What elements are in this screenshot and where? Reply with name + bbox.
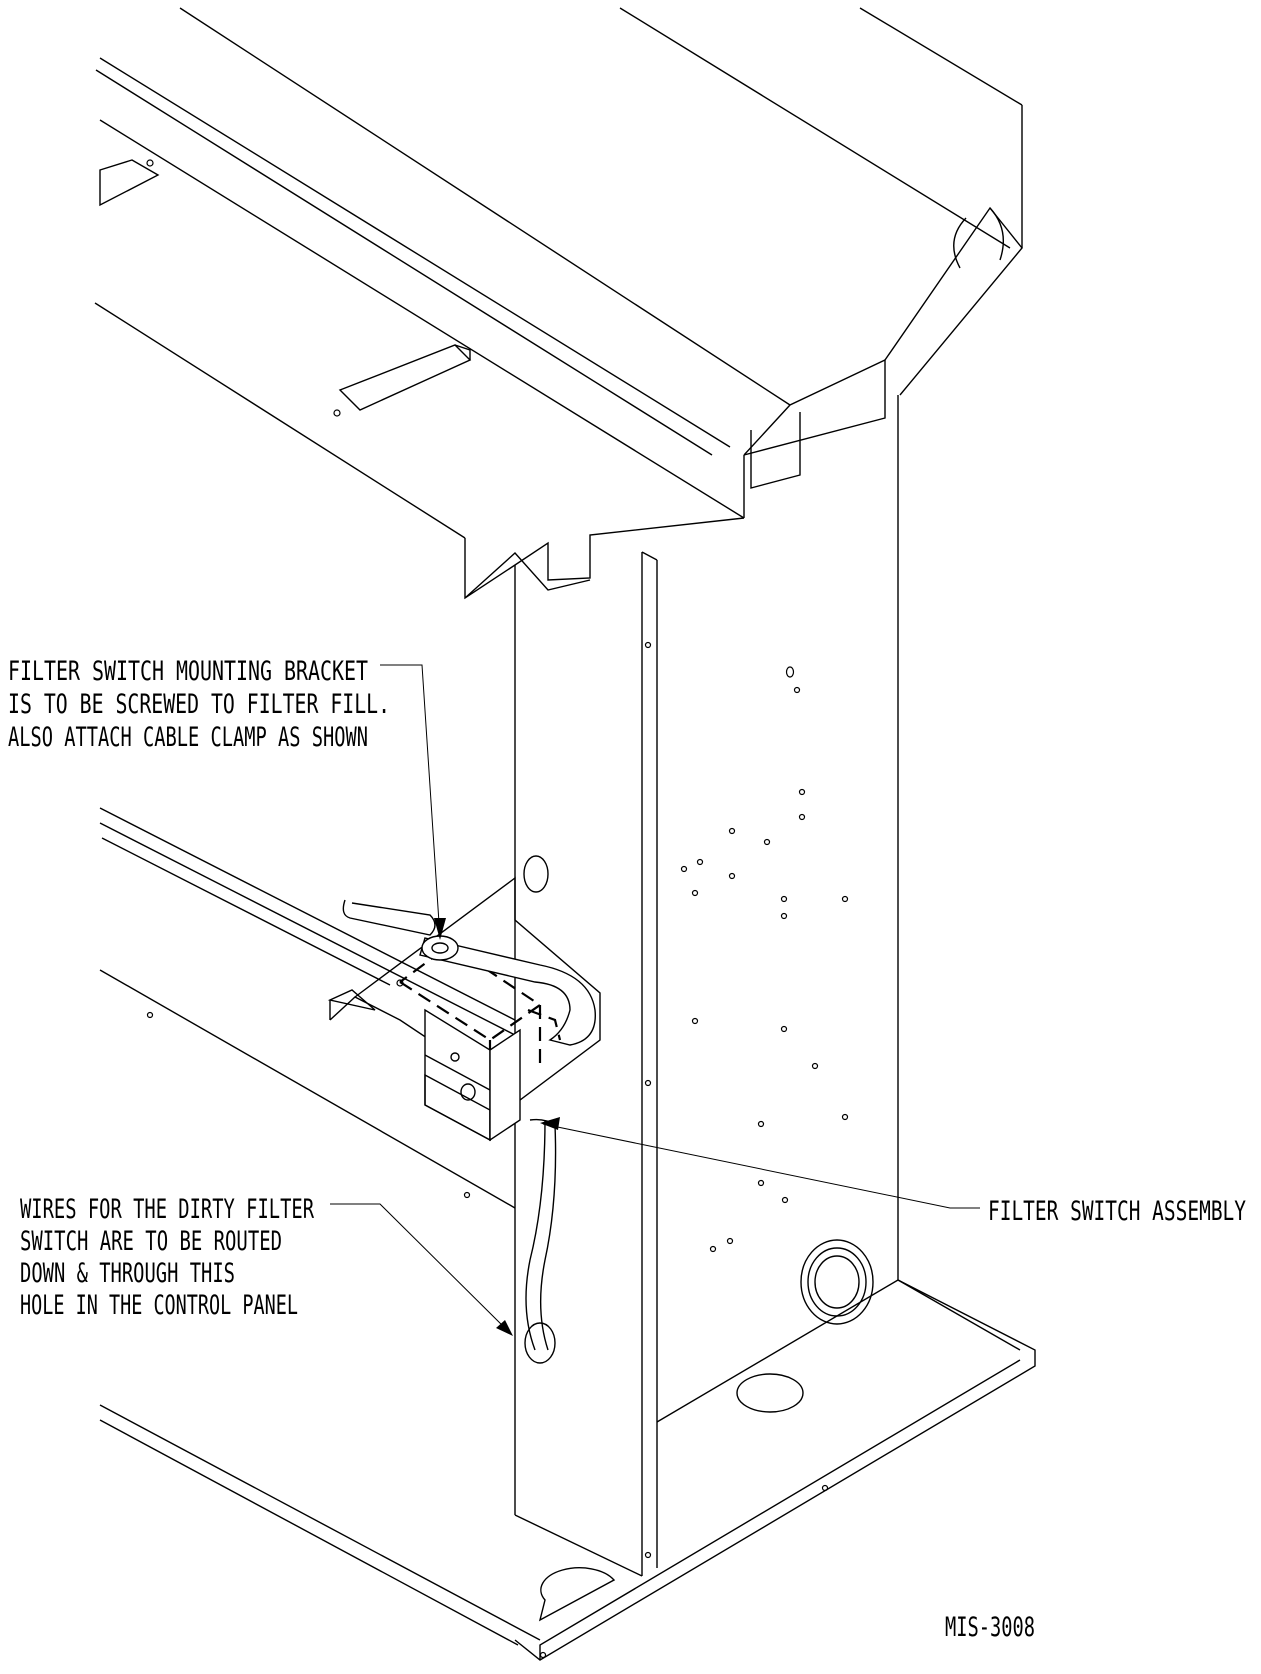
lower-rails [99,807,541,1646]
callout-wires-line-1: WIRES FOR THE DIRTY FILTER [20,1194,315,1225]
callout-bracket-line-3: ALSO ATTACH CABLE CLAMP AS SHOWN [8,722,368,753]
wire-hole [524,1322,556,1364]
filter-switch-assembly [327,876,601,1351]
top-rail [94,7,1023,600]
callout-assembly-line-1: FILTER SWITCH ASSEMBLY [988,1196,1246,1227]
drawing-number: MIS-3008 [945,1612,1035,1643]
panel-screw-holes [680,666,849,1253]
leader-lines [330,664,980,1336]
callout-wires-line-3: DOWN & THROUGH THIS [20,1258,235,1289]
callout-wires-line-2: SWITCH ARE TO BE ROUTED [20,1226,282,1257]
knockout [800,1239,874,1325]
callout-bracket-line-1: FILTER SWITCH MOUNTING BRACKET [8,656,368,687]
callout-wires-line-4: HOLE IN THE CONTROL PANEL [20,1290,298,1321]
base-pan [514,1279,1036,1661]
callout-wires: WIRES FOR THE DIRTY FILTER SWITCH ARE TO… [20,1194,315,1321]
callout-bracket-line-2: IS TO BE SCREWED TO FILTER FILL. [8,689,390,720]
callout-bracket: FILTER SWITCH MOUNTING BRACKET IS TO BE … [8,656,390,753]
callout-assembly: FILTER SWITCH ASSEMBLY [988,1196,1246,1227]
